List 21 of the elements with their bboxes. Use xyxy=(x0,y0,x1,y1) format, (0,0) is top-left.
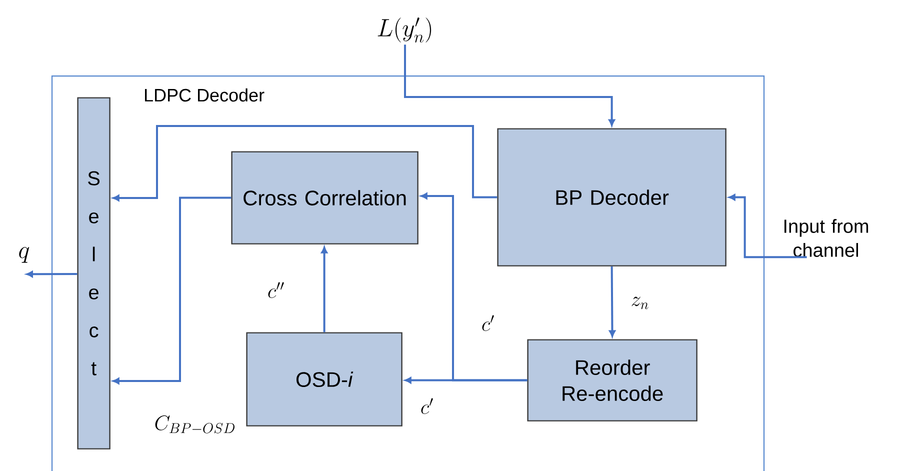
process-box: Reorder Re-encode xyxy=(527,339,698,422)
arrow xyxy=(26,271,78,278)
process-box: OSD-i xyxy=(246,332,402,426)
arrow xyxy=(112,125,498,202)
process-box: Cross Correlation xyxy=(231,151,418,244)
arrow xyxy=(728,194,807,258)
arrow xyxy=(420,192,528,382)
process-box: BP Decoder xyxy=(497,128,726,266)
arrow xyxy=(609,266,616,337)
select-bar: Select xyxy=(77,97,110,450)
edge-label: $c''$ xyxy=(266,281,286,299)
arrow xyxy=(112,196,232,384)
edge-label: $c'$ xyxy=(480,314,496,332)
arrow xyxy=(321,246,328,332)
arrow xyxy=(404,44,615,126)
input-signal-label: $L(y'_n)$ xyxy=(378,18,432,43)
edge-label: $C_{BP-OSD}$ xyxy=(153,414,237,436)
edge-label: $z_n$ xyxy=(630,296,650,310)
output-label: $q$ xyxy=(19,246,30,263)
edge-label: $c'$ xyxy=(419,397,435,415)
input-label: Input from channel xyxy=(784,219,868,257)
